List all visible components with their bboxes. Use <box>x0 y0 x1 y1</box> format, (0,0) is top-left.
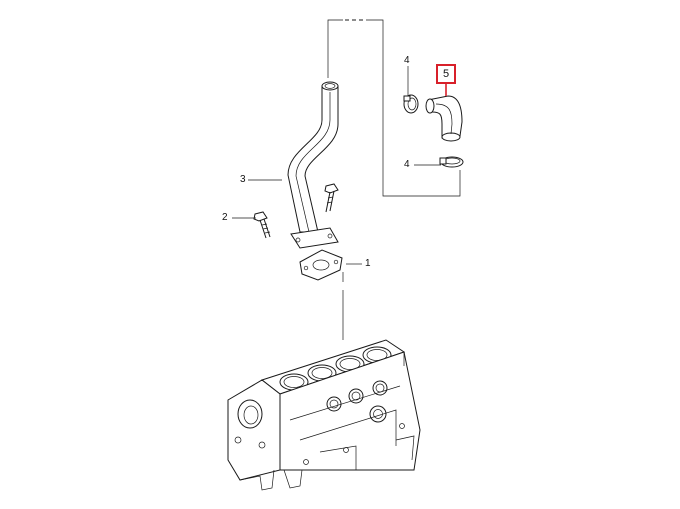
gasket <box>299 249 343 281</box>
coolant-hose <box>425 95 463 142</box>
water-pipe <box>287 81 339 249</box>
assembly-bracket <box>327 18 461 197</box>
bolt-right <box>324 183 339 213</box>
callout-2: 2 <box>222 212 228 223</box>
bolt-left <box>253 211 271 239</box>
callout-3: 3 <box>240 174 246 185</box>
clamp-top <box>403 94 419 114</box>
callout-5-highlighted: 5 <box>436 64 456 84</box>
callout-1: 1 <box>365 258 371 269</box>
callout-4-top: 4 <box>404 55 410 66</box>
leader-lines <box>232 66 447 265</box>
engine-block <box>227 339 421 491</box>
callout-4-bottom: 4 <box>404 159 410 170</box>
clamp-bottom <box>439 156 464 168</box>
